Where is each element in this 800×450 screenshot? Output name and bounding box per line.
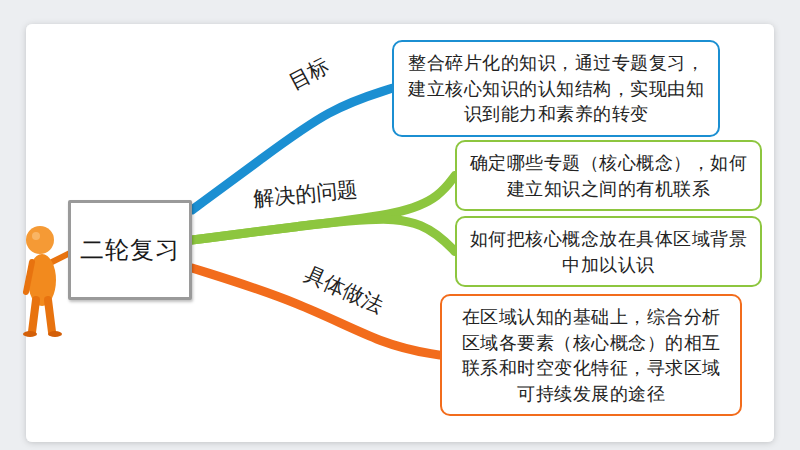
branch-label: 解决的问题 — [252, 175, 359, 212]
branch-label: 具体做法 — [300, 260, 388, 320]
box-text: 整合碎片化的知识，通过专题复习，建立核心知识的认知结构，实现由知识到能力和素养的… — [406, 50, 706, 127]
branch-connector — [192, 219, 455, 251]
whiteboard-node: 二轮复习 — [68, 200, 192, 300]
panel — [26, 24, 774, 442]
problem-box: 如何把核心概念放在具体区域背景中加以认识 — [455, 216, 762, 287]
method-box: 在区域认知的基础上，综合分析区域各要素（核心概念）的相互联系和时空变化特征，寻求… — [440, 294, 742, 416]
title-text: 二轮复习 — [80, 234, 180, 266]
goal-box: 整合碎片化的知识，通过专题复习，建立核心知识的认知结构，实现由知识到能力和素养的… — [392, 40, 720, 137]
box-text: 确定哪些专题（核心概念），如何建立知识之间的有机联系 — [469, 150, 748, 201]
branch-label: 目标 — [284, 52, 334, 96]
box-text: 如何把核心概念放在具体区域背景中加以认识 — [469, 226, 748, 277]
box-text: 在区域认知的基础上，综合分析区域各要素（核心概念）的相互联系和时空变化特征，寻求… — [454, 304, 728, 406]
problem-box: 确定哪些专题（核心概念），如何建立知识之间的有机联系 — [455, 140, 762, 211]
branch-connector — [192, 176, 455, 240]
